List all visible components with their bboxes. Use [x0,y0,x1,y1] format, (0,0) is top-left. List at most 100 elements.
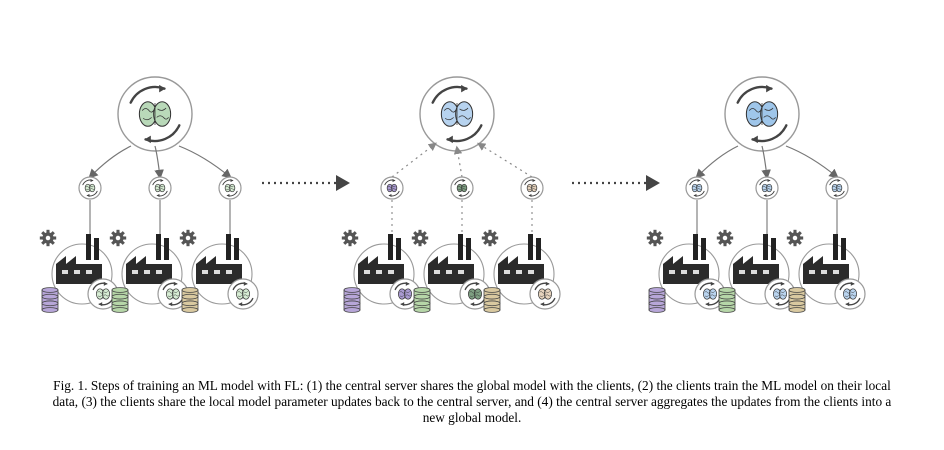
client-3 [785,145,866,313]
refresh-icon [152,179,168,197]
local-model-node [459,278,491,310]
client-2 [109,145,189,313]
model-link [154,145,164,180]
gear-icon [39,229,57,247]
central-server [419,76,495,152]
model-link [453,145,463,178]
client-model-node [685,176,709,200]
client-1 [39,145,132,313]
brain-icon [456,183,468,193]
refresh-icon [82,179,98,197]
brain-icon [703,288,717,300]
database-icon [111,287,129,313]
factory-icon [663,234,709,284]
client-model-node [218,176,242,200]
model-link [178,145,232,179]
factory-icon [733,234,779,284]
client-2 [716,145,796,313]
model-link [476,142,533,178]
brain-icon [468,288,482,300]
database-icon [413,287,431,313]
refresh-icon [736,84,788,144]
factory-icon [56,234,102,284]
local-model-node [389,278,421,310]
client-3 [178,145,259,313]
refresh-icon [454,179,470,197]
model-link [88,145,132,179]
database-icon [718,287,736,313]
arrow-head [646,175,660,191]
factory-icon [498,234,544,284]
local-model-node [834,278,866,310]
refresh-icon [222,179,238,197]
brain-icon [745,101,779,127]
database-icon [343,287,361,313]
gear-icon [179,229,197,247]
gear-icon [341,229,359,247]
refresh-icon [384,179,400,197]
brain-icon [166,288,180,300]
brain-icon [386,183,398,193]
client-model-node [380,176,404,200]
database-icon [648,287,666,313]
brain-icon [440,101,474,127]
client-model-node [148,176,172,200]
arrow-head [336,175,350,191]
model-link [761,145,771,180]
brain-icon [538,288,552,300]
refresh-icon [534,281,556,307]
fl-steps-figure [39,76,866,313]
refresh-icon [759,179,775,197]
gear-icon [716,229,734,247]
figure-caption: Fig. 1. Steps of training an ML model wi… [52,378,892,425]
gear-icon [481,229,499,247]
local-model-node [227,278,259,310]
transition-arrow-1 [262,175,350,191]
refresh-icon [524,179,540,197]
brain-icon [96,288,110,300]
client-model-node [825,176,849,200]
brain-icon [831,183,843,193]
factory-icon [126,234,172,284]
client-model-node [450,176,474,200]
brain-icon [526,183,538,193]
client-model-node [78,176,102,200]
refresh-icon [431,84,483,144]
brain-icon [154,183,166,193]
client-3 [476,142,561,313]
stage-1 [39,76,259,313]
gear-icon [109,229,127,247]
factory-icon [428,234,474,284]
client-1 [341,142,437,313]
client-model-node [755,176,779,200]
database-icon [788,287,806,313]
stage-3 [646,76,866,313]
gear-icon [411,229,429,247]
brain-icon [236,288,250,300]
stage-2 [341,76,561,313]
refresh-icon [689,179,705,197]
database-icon [483,287,501,313]
gear-icon [646,229,664,247]
refresh-icon [129,84,181,144]
gear-icon [786,229,804,247]
brain-icon [138,101,172,127]
brain-icon [843,288,857,300]
client-model-node [520,176,544,200]
brain-icon [761,183,773,193]
brain-icon [84,183,96,193]
client-1 [646,145,739,313]
central-server [117,76,193,152]
brain-icon [691,183,703,193]
brain-icon [773,288,787,300]
model-link [695,145,739,179]
central-server [724,76,800,152]
factory-icon [803,234,849,284]
transition-arrow-2 [572,175,660,191]
local-model-node [529,278,561,310]
brain-icon [398,288,412,300]
factory-icon [358,234,404,284]
database-icon [41,287,59,313]
client-2 [411,145,491,313]
refresh-icon [839,281,861,307]
